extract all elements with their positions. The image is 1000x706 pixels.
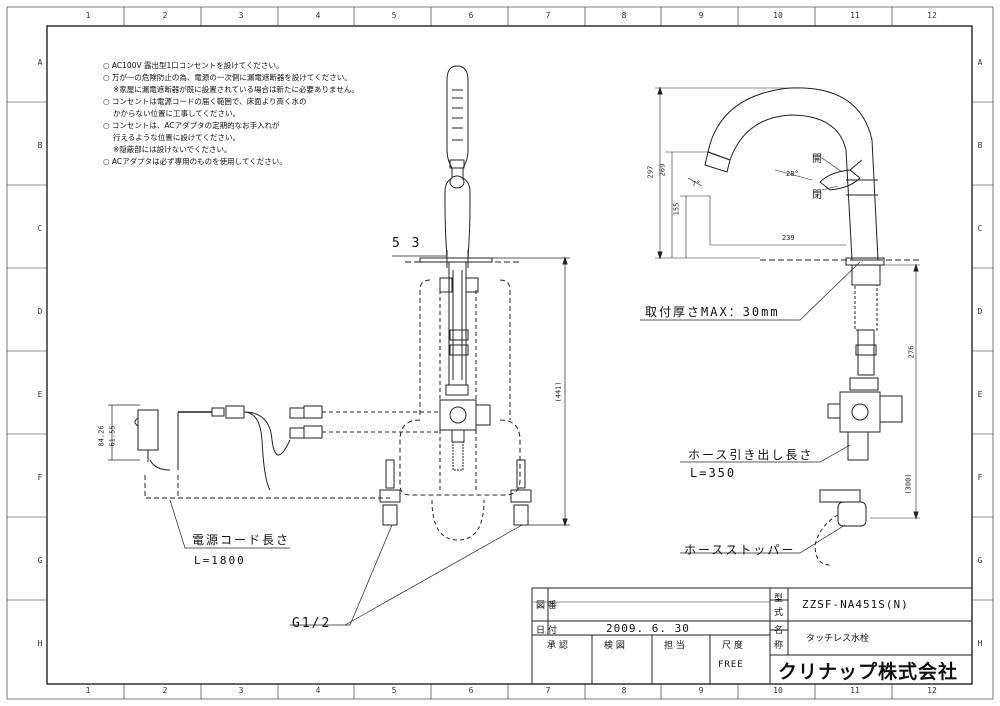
dim-84: 84.26 (97, 425, 106, 447)
mount-thickness-label: 取付厚さMAX：30mm (645, 305, 780, 319)
dim-label-53: 5 3 (392, 236, 422, 251)
drawing-no-label: 図 番 (536, 601, 557, 611)
grid-col-label: 11 (850, 686, 860, 695)
note-line: ○ AC100V 露出型1口コンセントを設けてください。 (103, 61, 284, 70)
grid-col-label: 4 (315, 11, 321, 20)
grid-col-label: 6 (468, 11, 474, 20)
grid-row-label: E (977, 390, 983, 399)
grid-col-label: 10 (773, 11, 783, 20)
scale-label: 尺 度 (722, 641, 743, 651)
dim-239: 239 (782, 234, 795, 242)
charge-label: 担 当 (664, 641, 685, 651)
grid-row-label: H (37, 639, 43, 648)
grid-row-label: D (977, 307, 983, 316)
cord-length-value: L=1800 (194, 554, 246, 567)
name-label: 称 (774, 641, 784, 651)
faucet-side-view (640, 86, 920, 566)
grid-col-label: 3 (238, 11, 244, 20)
grid-row-label: F (37, 473, 43, 482)
grid-row-label: A (977, 58, 983, 67)
dim-269: 269 (658, 163, 667, 177)
faucet-front-view (290, 65, 570, 626)
grid-col-label: 6 (468, 686, 474, 695)
title-block-lines (531, 587, 973, 685)
note-line: かからない位置に工事してください。 (113, 109, 241, 118)
grid-row-label: F (977, 473, 983, 482)
model-value: ZZSF-NA451S(N) (802, 598, 909, 611)
dim-441: (441) (554, 381, 563, 403)
dim-angle-7: 7° (692, 180, 701, 188)
grid-row-label: C (977, 224, 983, 233)
ac-adapter-cable (108, 404, 440, 549)
note-line: 行えるような位置に設けてください。 (113, 133, 241, 142)
grid-row-label: B (37, 141, 43, 150)
thread-label: G1/2 (292, 616, 332, 631)
grid-col-label: 11 (850, 11, 860, 20)
company-name: クリナップ株式会社 (778, 661, 959, 683)
grid-col-label: 9 (698, 11, 704, 20)
model-label: 式 (774, 608, 784, 618)
grid-col-label: 8 (621, 11, 627, 20)
dim-300: (300) (904, 473, 913, 495)
grid-col-label: 5 (391, 686, 397, 695)
cord-length-title: 電源コード長さ (192, 533, 291, 547)
product-name: タッチレス水栓 (806, 634, 870, 644)
grid-row-label: H (977, 639, 983, 648)
hose-stopper-label: ホースストッパー (684, 543, 796, 557)
grid-col-label: 2 (162, 11, 168, 20)
grid-col-label: 12 (927, 686, 937, 695)
grid-col-label: 12 (927, 11, 937, 20)
grid-row-label: B (977, 141, 983, 150)
hose-pull-title: ホース引き出し長さ (688, 448, 814, 462)
scale-value: FREE (718, 660, 744, 670)
grid-col-label: 8 (621, 686, 627, 695)
note-line: ※隠蔽部には設けないでください。 (113, 145, 232, 154)
grid-col-label: 4 (315, 686, 321, 695)
grid-row-label: A (37, 58, 43, 67)
name-label: 名 (774, 626, 784, 636)
grid-row-label: C (37, 224, 43, 233)
grid-col-label: 3 (238, 686, 244, 695)
grid-row-label: E (37, 390, 43, 399)
date-value: 2009. 6. 30 (606, 622, 690, 635)
dim-61: 61.55 (108, 425, 117, 447)
grid-col-label: 2 (162, 686, 168, 695)
grid-col-label: 5 (391, 11, 397, 20)
note-line: ○ コンセントは、ACアダプタの定期的なお手入れが (103, 121, 280, 130)
approve-label: 承 認 (547, 641, 568, 651)
model-label: 型 (774, 594, 784, 604)
dim-297: 297 (646, 165, 655, 179)
grid-row-label: G (977, 556, 983, 565)
grid-col-label: 7 (545, 686, 551, 695)
lever-close-label: 閉 (812, 190, 822, 201)
note-line: ○ 万が一の危険防止の為、電源の一次側に漏電遮断器を設けてください。 (103, 73, 352, 82)
dim-276: 276 (907, 345, 916, 359)
dim-155: 155 (672, 202, 681, 216)
grid-row-label: D (37, 307, 43, 316)
grid-row-label: G (37, 556, 43, 565)
grid-col-label: 10 (773, 686, 783, 695)
lever-open-label: 開 (812, 154, 822, 165)
note-line: ○ ACアダプタは必ず専用のものを使用してください。 (103, 157, 287, 166)
drawing-frame (46, 25, 973, 685)
note-line: ○ コンセントは電源コードの届く範囲で、床面より高く水の (103, 97, 307, 106)
date-label: 日 付 (536, 626, 557, 636)
hose-pull-value: L=350 (690, 466, 737, 480)
grid-col-label: 9 (698, 686, 704, 695)
grid-col-label: 1 (85, 11, 91, 20)
grid-col-label: 1 (85, 686, 91, 695)
dim-angle-28: 28° (786, 170, 799, 178)
note-line: ※家屋に漏電遮断器が既に設置されている場合は新たに必要ありません。 (113, 85, 359, 94)
grid-col-label: 7 (545, 11, 551, 20)
check-label: 検 図 (604, 641, 625, 651)
